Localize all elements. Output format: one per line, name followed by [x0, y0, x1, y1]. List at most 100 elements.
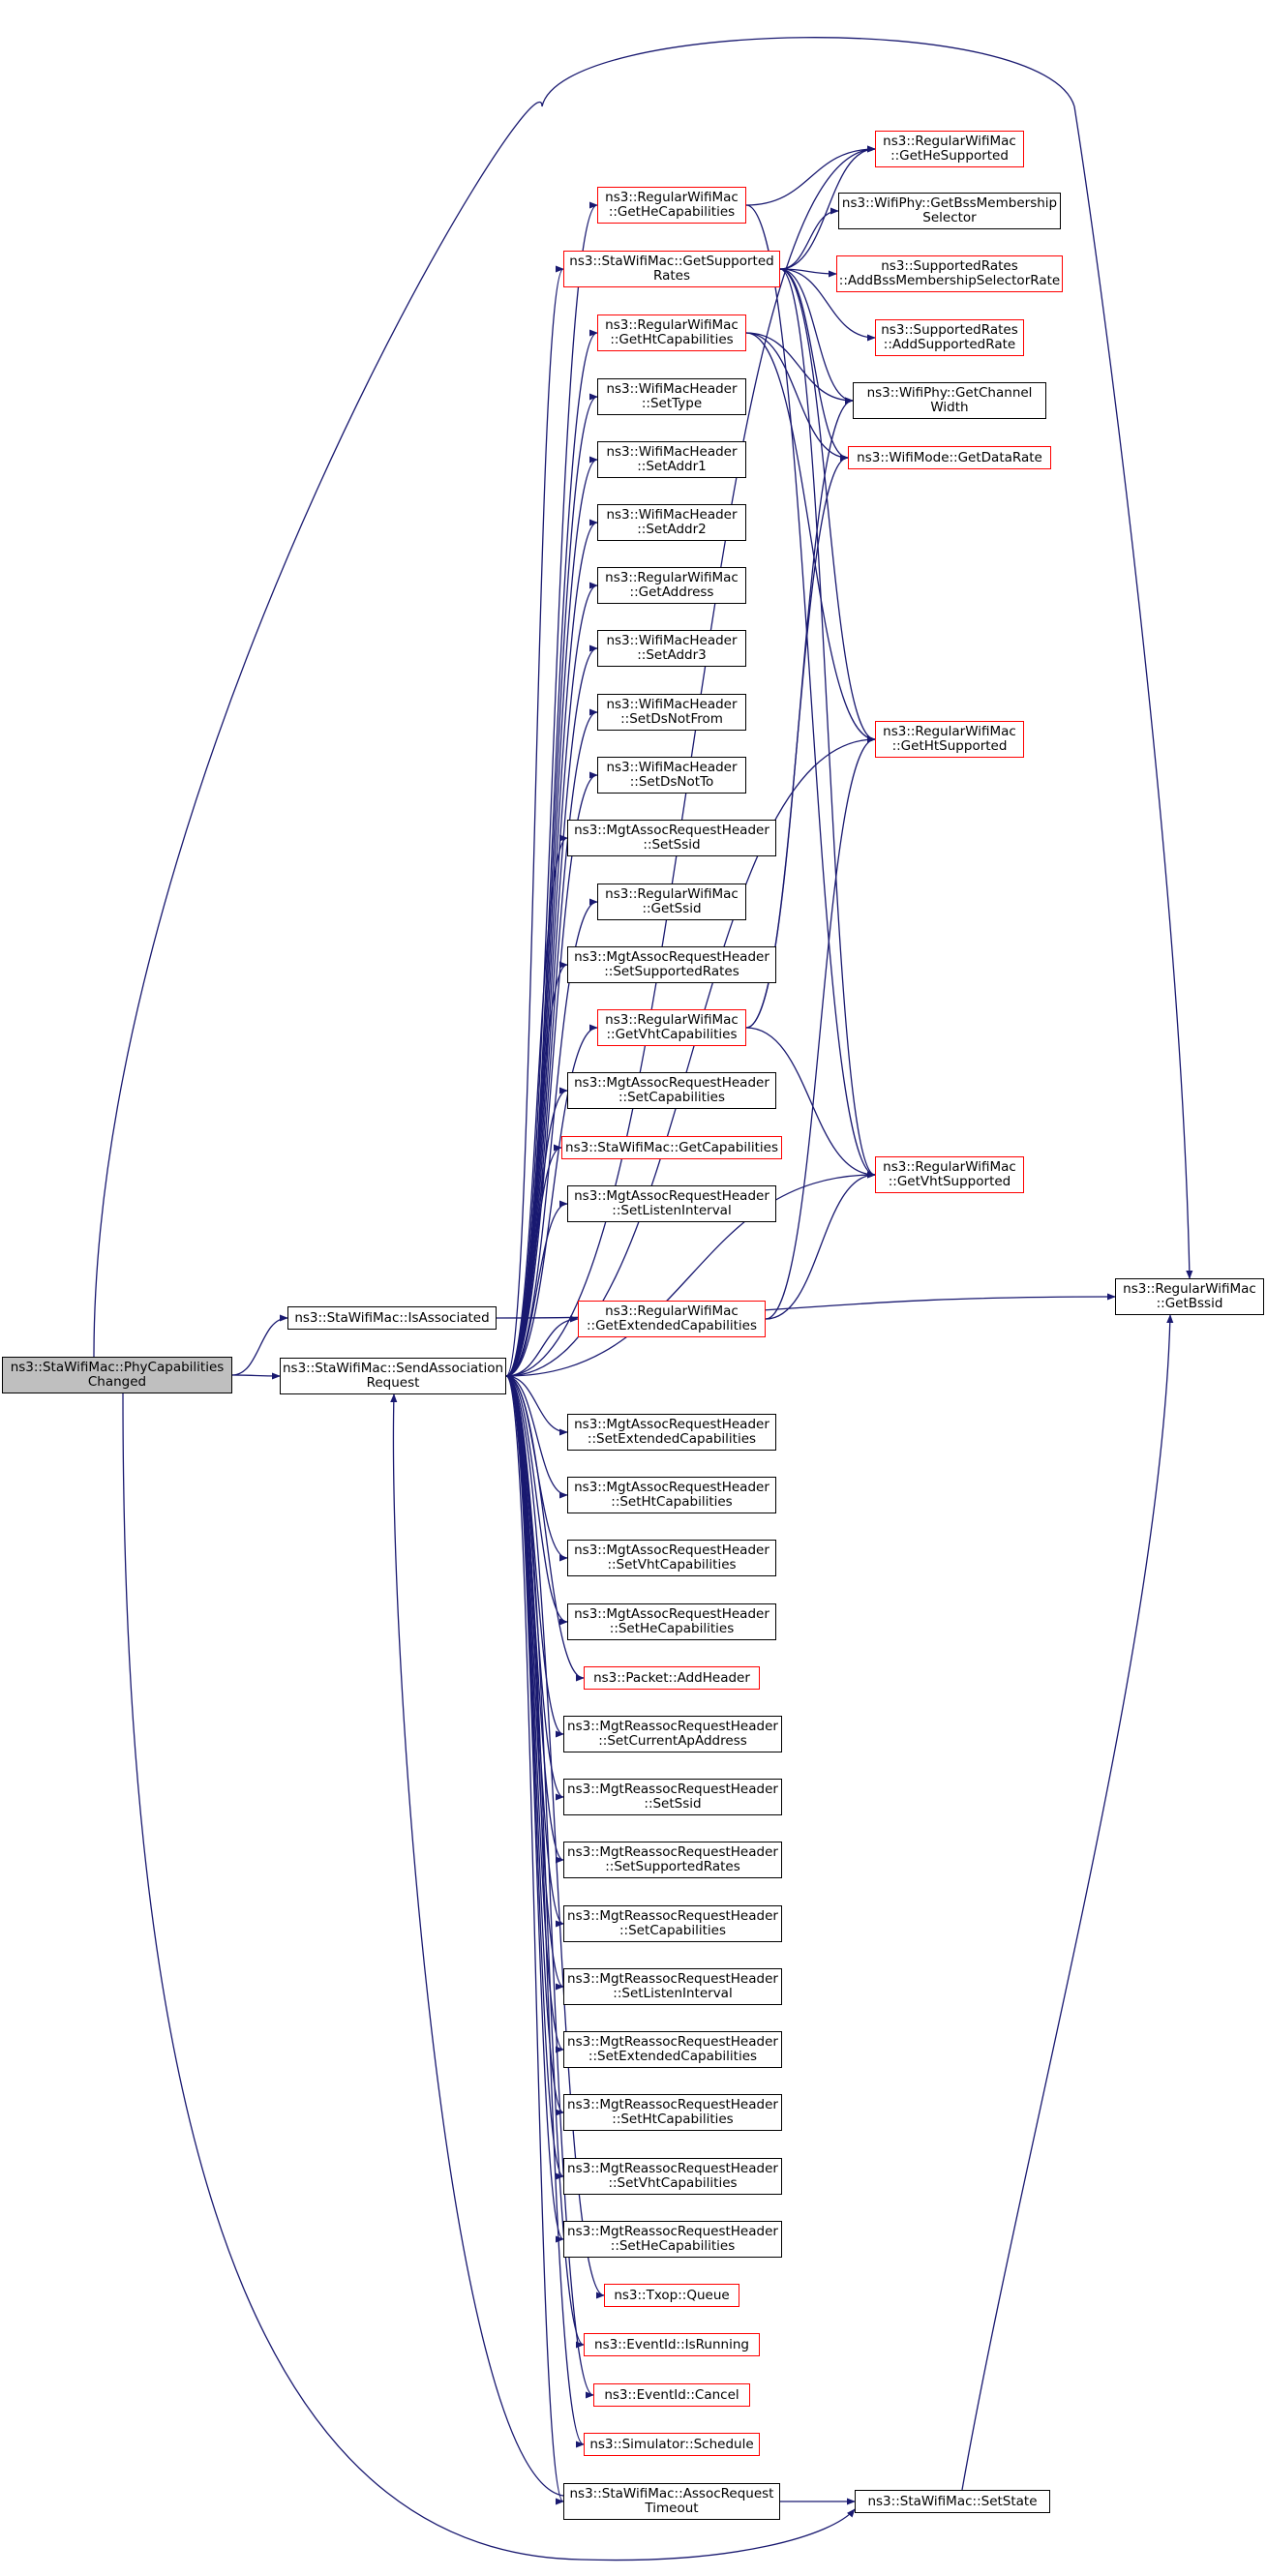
- node-label-line1: ns3::RegularWifiMac: [605, 317, 739, 333]
- node-regular-get-he-capabilities[interactable]: ns3::RegularWifiMac ::GetHeCapabilities: [597, 187, 746, 224]
- node-label-line1: ns3::MgtAssocRequestHeader: [574, 1075, 769, 1091]
- node-header-set-addr3[interactable]: ns3::WifiMacHeader ::SetAddr3: [597, 630, 746, 667]
- node-rates-add-supported-rate[interactable]: ns3::SupportedRates ::AddSupportedRate: [875, 319, 1024, 356]
- node-label-line1: ns3::WifiMacHeader: [606, 444, 738, 460]
- node-reassoc-set-supported-rates[interactable]: ns3::MgtReassocRequestHeader ::SetSuppor…: [563, 1842, 782, 1878]
- node-assoc-set-ht-capabilities[interactable]: ns3::MgtAssocRequestHeader ::SetHtCapabi…: [567, 1477, 776, 1513]
- node-regular-get-vht-supported[interactable]: ns3::RegularWifiMac ::GetVhtSupported: [875, 1156, 1024, 1193]
- node-label-line1: ns3::MgtReassocRequestHeader: [567, 1908, 778, 1924]
- node-regular-get-ht-capabilities[interactable]: ns3::RegularWifiMac ::GetHtCapabilities: [597, 315, 746, 351]
- node-label: ns3::EventId::Cancel: [604, 2386, 739, 2403]
- node-label-line1: ns3::MgtReassocRequestHeader: [567, 1782, 778, 1797]
- node-sta-get-supported-rates[interactable]: ns3::StaWifiMac::GetSupported Rates: [563, 251, 780, 287]
- edge-getsuprates-to-getchanwidth: [779, 268, 854, 404]
- node-label-line2: Width: [930, 400, 969, 415]
- edge-sendassoc-to-ar_sethtcap: [505, 1375, 568, 1499]
- node-regular-get-extended-capabilities[interactable]: ns3::RegularWifiMac ::GetExtendedCapabil…: [578, 1301, 766, 1337]
- node-assoc-set-listen-interval[interactable]: ns3::MgtAssocRequestHeader ::SetListenIn…: [567, 1185, 776, 1222]
- node-label-line2: ::SetHeCapabilities: [609, 1621, 735, 1636]
- node-label-line1: ns3::MgtAssocRequestHeader: [574, 1480, 769, 1495]
- node-label-line2: ::SetType: [641, 396, 703, 411]
- node-label-line2: ::SetSsid: [643, 837, 701, 853]
- node-label: ns3::Simulator::Schedule: [589, 2436, 754, 2452]
- node-label-line1: ns3::SupportedRates: [881, 258, 1018, 274]
- node-event-cancel[interactable]: ns3::EventId::Cancel: [593, 2383, 750, 2407]
- node-header-set-ds-not-from[interactable]: ns3::WifiMacHeader ::SetDsNotFrom: [597, 694, 746, 731]
- node-label-line2: ::SetListenInterval: [613, 1986, 733, 2001]
- node-label: ns3::StaWifiMac::IsAssociated: [294, 1309, 490, 1326]
- node-regular-get-vht-capabilities[interactable]: ns3::RegularWifiMac ::GetVhtCapabilities: [597, 1009, 746, 1046]
- node-label-line1: ns3::MgtAssocRequestHeader: [574, 1417, 769, 1432]
- edge-getsuprates-to-getdatarate: [779, 268, 849, 462]
- edge-gethtcap-to-gethtsup: [745, 332, 876, 743]
- node-label-line2: ::SetExtendedCapabilities: [587, 1431, 757, 1447]
- node-label-line1: ns3::MgtReassocRequestHeader: [567, 2161, 778, 2176]
- node-regular-get-address[interactable]: ns3::RegularWifiMac ::GetAddress: [597, 567, 746, 604]
- node-label-line2: ::GetHeCapabilities: [608, 204, 736, 220]
- node-label-line1: ns3::MgtReassocRequestHeader: [567, 1971, 778, 1987]
- node-header-set-ds-not-to[interactable]: ns3::WifiMacHeader ::SetDsNotTo: [597, 757, 746, 794]
- node-label-line1: ns3::MgtReassocRequestHeader: [567, 1844, 778, 1860]
- node-regular-get-ht-supported[interactable]: ns3::RegularWifiMac ::GetHtSupported: [875, 721, 1024, 758]
- node-label-line1: ns3::RegularWifiMac: [605, 1303, 739, 1319]
- node-reassoc-set-capabilities[interactable]: ns3::MgtReassocRequestHeader ::SetCapabi…: [563, 1905, 782, 1942]
- node-label-line2: ::GetHtCapabilities: [610, 332, 734, 347]
- edge-sendassoc-to-addheader: [505, 1375, 585, 1682]
- node-reassoc-set-current-ap-address[interactable]: ns3::MgtReassocRequestHeader ::SetCurren…: [563, 1716, 782, 1752]
- node-reassoc-set-vht-capabilities[interactable]: ns3::MgtReassocRequestHeader ::SetVhtCap…: [563, 2158, 782, 2195]
- edge-root-to-getbssid: [93, 37, 1193, 1358]
- node-reassoc-set-listen-interval[interactable]: ns3::MgtReassocRequestHeader ::SetListen…: [563, 1968, 782, 2005]
- node-label-line2: ::SetSupportedRates: [605, 1859, 740, 1874]
- node-label-line2: ::SetCapabilities: [618, 1923, 726, 1938]
- node-sta-get-capabilities[interactable]: ns3::StaWifiMac::GetCapabilities: [561, 1136, 782, 1159]
- node-assoc-set-vht-capabilities[interactable]: ns3::MgtAssocRequestHeader ::SetVhtCapab…: [567, 1540, 776, 1576]
- node-label-line1: ns3::StaWifiMac::AssocRequest: [569, 2486, 774, 2501]
- node-rates-add-bss-membership-selector-rate[interactable]: ns3::SupportedRates ::AddBssMembershipSe…: [836, 255, 1063, 292]
- node-packet-add-header[interactable]: ns3::Packet::AddHeader: [584, 1666, 760, 1690]
- edge-sendassoc-to-getcap: [505, 1144, 562, 1377]
- node-mode-get-data-rate[interactable]: ns3::WifiMode::GetDataRate: [848, 446, 1051, 469]
- node-reassoc-set-ssid[interactable]: ns3::MgtReassocRequestHeader ::SetSsid: [563, 1779, 782, 1815]
- node-label-line2: ::SetDsNotFrom: [620, 711, 723, 727]
- node-label-line2: ::AddSupportedRate: [883, 337, 1016, 352]
- node-reassoc-set-extended-capabilities[interactable]: ns3::MgtReassocRequestHeader ::SetExtend…: [563, 2031, 782, 2068]
- node-assoc-set-he-capabilities[interactable]: ns3::MgtAssocRequestHeader ::SetHeCapabi…: [567, 1603, 776, 1640]
- node-header-set-addr2[interactable]: ns3::WifiMacHeader ::SetAddr2: [597, 504, 746, 541]
- node-assoc-set-supported-rates[interactable]: ns3::MgtAssocRequestHeader ::SetSupporte…: [567, 946, 776, 983]
- node-reassoc-set-ht-capabilities[interactable]: ns3::MgtReassocRequestHeader ::SetHtCapa…: [563, 2094, 782, 2131]
- node-sta-set-state[interactable]: ns3::StaWifiMac::SetState: [855, 2490, 1050, 2513]
- node-sta-is-associated[interactable]: ns3::StaWifiMac::IsAssociated: [287, 1306, 497, 1330]
- node-assoc-set-capabilities[interactable]: ns3::MgtAssocRequestHeader ::SetCapabili…: [567, 1072, 776, 1109]
- node-regular-get-bssid[interactable]: ns3::RegularWifiMac ::GetBssid: [1115, 1278, 1264, 1315]
- edge-sendassoc-to-getaddress: [505, 582, 598, 1377]
- edge-sendassoc-to-assoctimeout: [505, 1375, 564, 2505]
- node-sta-send-association-request[interactable]: ns3::StaWifiMac::SendAssociation Request: [280, 1358, 506, 1394]
- node-label-line2: ::SetAddr2: [637, 522, 707, 537]
- node-label-line2: ::SetHtCapabilities: [611, 1494, 733, 1510]
- node-event-is-running[interactable]: ns3::EventId::IsRunning: [584, 2333, 760, 2356]
- node-label-line2: ::GetBssid: [1156, 1296, 1223, 1311]
- node-label-line2: ::GetVhtCapabilities: [606, 1027, 738, 1042]
- node-label-line1: ns3::MgtAssocRequestHeader: [574, 1188, 769, 1204]
- node-simulator-schedule[interactable]: ns3::Simulator::Schedule: [584, 2433, 760, 2456]
- node-label-line1: ns3::RegularWifiMac: [605, 886, 739, 902]
- edge-sendassoc-to-settype: [505, 393, 598, 1377]
- edge-gethecap-to-getvhtsup: [745, 204, 876, 1179]
- node-phy-get-bss-membership-selector[interactable]: ns3::WifiPhy::GetBssMembership Selector: [838, 193, 1061, 229]
- node-header-set-type[interactable]: ns3::WifiMacHeader ::SetType: [597, 378, 746, 415]
- node-sta-assoc-request-timeout[interactable]: ns3::StaWifiMac::AssocRequest Timeout: [563, 2483, 780, 2520]
- node-regular-get-he-supported[interactable]: ns3::RegularWifiMac ::GetHeSupported: [875, 131, 1024, 167]
- node-header-set-addr1[interactable]: ns3::WifiMacHeader ::SetAddr1: [597, 441, 746, 478]
- node-label-line1: ns3::RegularWifiMac: [1123, 1281, 1256, 1297]
- edge-gethtcap-to-getchanwidth: [745, 332, 854, 404]
- node-regular-get-ssid[interactable]: ns3::RegularWifiMac ::GetSsid: [597, 884, 746, 920]
- node-assoc-set-ssid[interactable]: ns3::MgtAssocRequestHeader ::SetSsid: [567, 820, 776, 856]
- node-label-line1: ns3::SupportedRates: [881, 322, 1018, 338]
- node-label-line1: ns3::RegularWifiMac: [883, 724, 1016, 739]
- node-phy-get-channel-width[interactable]: ns3::WifiPhy::GetChannel Width: [853, 382, 1046, 419]
- node-reassoc-set-he-capabilities[interactable]: ns3::MgtReassocRequestHeader ::SetHeCapa…: [563, 2221, 782, 2258]
- node-label-line1: ns3::RegularWifiMac: [605, 190, 739, 205]
- node-assoc-set-extended-capabilities[interactable]: ns3::MgtAssocRequestHeader ::SetExtended…: [567, 1414, 776, 1451]
- node-txop-queue[interactable]: ns3::Txop::Queue: [604, 2284, 739, 2307]
- node-label-line2: ::SetCurrentApAddress: [598, 1733, 747, 1749]
